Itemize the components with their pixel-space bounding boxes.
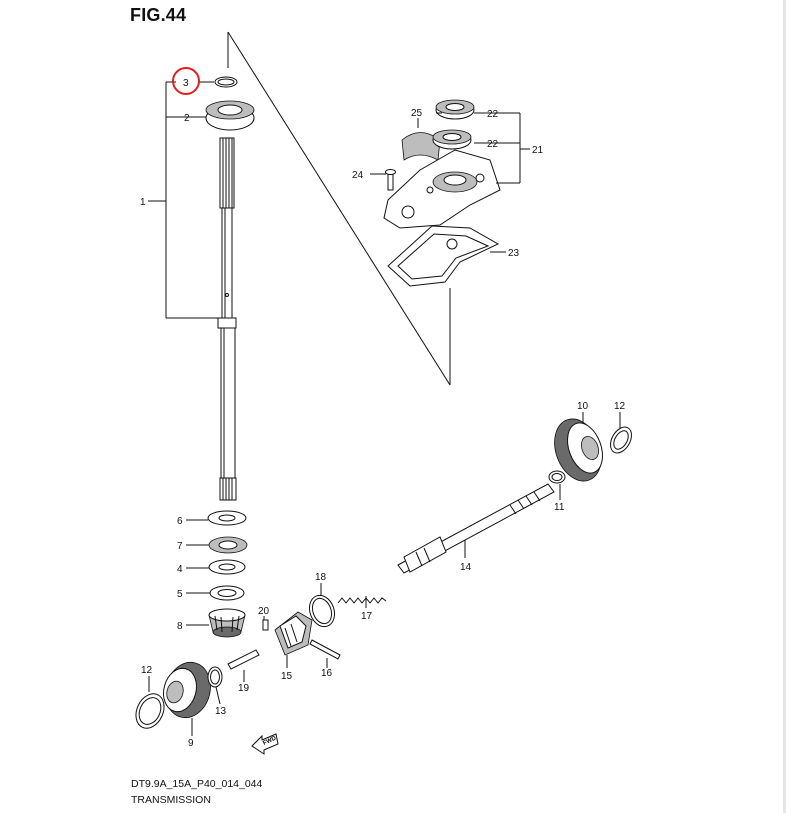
part-2-bearing[interactable] [205,100,255,131]
callout-5: 5 [177,589,183,600]
part-15-clutch[interactable] [274,611,313,656]
part-11-shim-right[interactable] [548,470,566,484]
callout-7: 7 [177,541,183,552]
drawing-name: TRANSMISSION [131,794,211,806]
part-17-spring[interactable] [337,597,387,604]
callout-labels: 1 2 3 4 5 6 7 8 9 10 11 12 12 13 14 15 1… [140,78,626,749]
callout-12-right: 12 [614,401,626,412]
callout-17: 17 [361,611,373,622]
part-6-washer[interactable] [207,510,247,526]
part-1-drive-shaft[interactable] [217,137,237,501]
callout-25: 25 [411,108,423,119]
forward-arrow-label: FWD [262,735,278,746]
callout-8: 8 [177,621,183,632]
callout-22-middle: 22 [487,139,499,150]
callout-13: 13 [215,706,227,717]
callout-10: 10 [577,401,589,412]
callout-15: 15 [281,671,293,682]
part-9-reverse-gear[interactable] [159,657,217,722]
part-7-thrust-bearing[interactable] [208,536,248,554]
part-12-thrust-washer-right[interactable] [606,423,636,456]
callout-18: 18 [315,572,327,583]
callout-9: 9 [188,738,194,749]
callout-4: 4 [177,564,183,575]
part-4-washer[interactable] [208,559,246,575]
leader-lines [148,31,621,736]
page-edge [783,0,786,813]
part-22-oil-seal-middle[interactable] [432,129,472,150]
callout-22-top: 22 [487,109,499,120]
part-3-circlip[interactable] [214,76,238,88]
part-21-pump-case[interactable] [383,149,501,229]
callout-19: 19 [238,683,250,694]
callout-11: 11 [554,502,565,513]
part-18-retaining-ring[interactable] [305,592,338,630]
drawing-code: DT9.9A_15A_P40_014_044 [131,778,263,790]
part-12-thrust-washer-left[interactable] [131,689,170,733]
part-24-bolt[interactable] [385,169,396,191]
part-5-shim[interactable] [209,585,245,601]
callout-14: 14 [460,562,472,573]
callout-24: 24 [352,170,364,181]
callout-6: 6 [177,516,183,527]
figure-title: FIG.44 [130,5,187,25]
callout-3: 3 [183,78,189,89]
part-14-propeller-shaft[interactable] [397,483,555,574]
forward-direction-arrow: FWD [251,733,279,755]
callout-21: 21 [532,145,544,156]
callout-16: 16 [321,668,333,679]
part-8-pinion-gear[interactable] [208,608,246,638]
part-13-shim-left[interactable] [207,666,223,688]
callout-20: 20 [258,606,270,617]
part-10-forward-gear[interactable] [546,412,609,487]
part-16-push-pin[interactable] [309,639,341,660]
callout-2: 2 [184,113,190,124]
highlight-circle-part-3 [172,67,200,95]
callout-1: 1 [140,197,146,208]
part-20-pin[interactable] [262,619,269,631]
part-19-pin[interactable] [227,649,260,670]
callout-12-left: 12 [141,665,153,676]
callout-23: 23 [508,248,520,259]
part-23-gasket[interactable] [387,225,500,287]
part-22-oil-seal-top[interactable] [435,99,475,120]
